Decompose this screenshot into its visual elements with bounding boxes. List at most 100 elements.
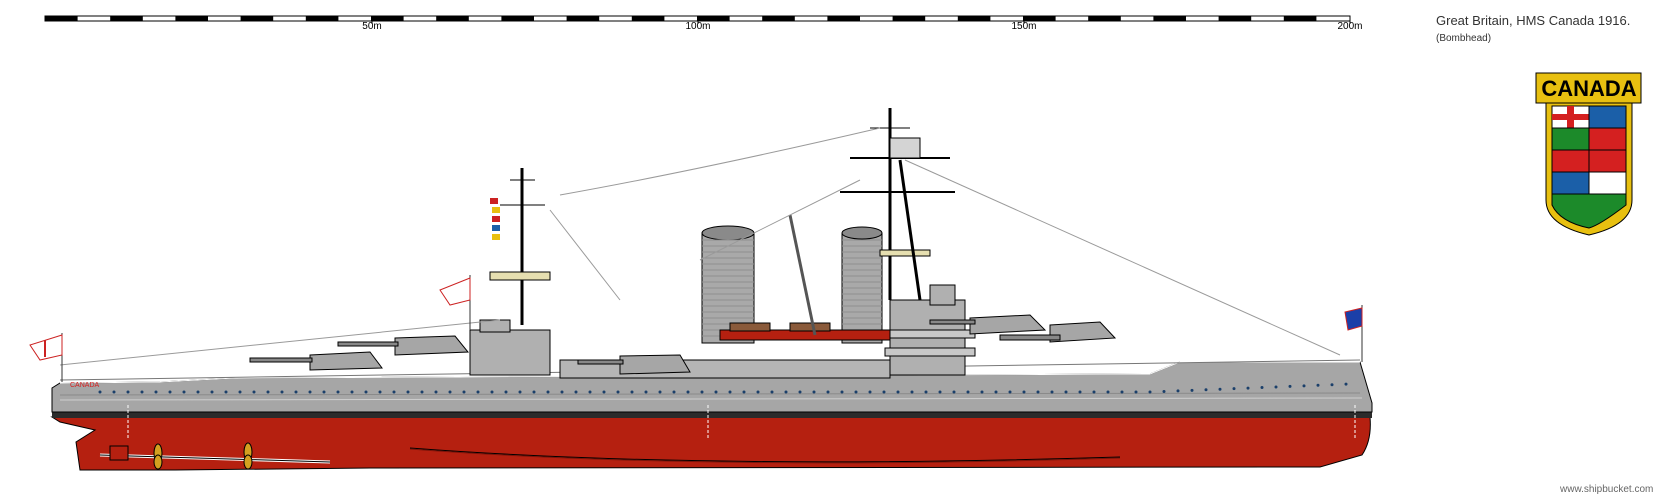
turret-x [337, 335, 470, 356]
scale-label-50m: 50m [362, 21, 382, 32]
signal-flags [490, 198, 500, 240]
porthole [1148, 390, 1152, 394]
porthole [224, 390, 228, 394]
porthole [994, 390, 998, 394]
watermark: www.shipbucket.com [1560, 484, 1654, 495]
scale-bar [44, 15, 1351, 24]
porthole [728, 390, 732, 394]
crane [788, 214, 817, 336]
porthole [238, 390, 242, 394]
scale-segment [697, 16, 730, 21]
scale-segment [1218, 16, 1252, 21]
porthole [1302, 384, 1306, 388]
porthole [1078, 390, 1082, 394]
porthole [924, 390, 928, 394]
porthole [532, 390, 536, 394]
porthole [1190, 388, 1194, 392]
porthole [952, 390, 956, 394]
porthole [1106, 390, 1110, 394]
porthole [714, 390, 718, 394]
porthole [560, 390, 564, 394]
porthole [574, 390, 578, 394]
boot-topping [52, 412, 1372, 418]
porthole [826, 390, 830, 394]
porthole [812, 390, 816, 394]
bilge-keel [409, 447, 1121, 463]
porthole [770, 390, 774, 394]
porthole [896, 390, 900, 394]
turret-q [577, 354, 691, 375]
scale-segment [566, 16, 600, 21]
scale-segment [240, 16, 274, 21]
porthole [364, 390, 368, 394]
rigging [59, 127, 1341, 366]
porthole [252, 390, 256, 394]
porthole [840, 390, 844, 394]
porthole [1316, 383, 1320, 387]
porthole [140, 390, 144, 394]
bridge-superstructure [879, 284, 976, 376]
porthole [1288, 384, 1292, 388]
portholes [98, 382, 1348, 394]
jack-bow [1344, 305, 1363, 362]
porthole [1176, 389, 1180, 393]
porthole [1330, 383, 1334, 387]
porthole [378, 390, 382, 394]
hull-underwater [50, 416, 1371, 471]
porthole [966, 390, 970, 394]
scale-segment [957, 16, 991, 21]
scale-segment [1153, 16, 1186, 21]
porthole [112, 390, 116, 394]
funnel-fore [841, 226, 883, 344]
porthole [1246, 386, 1250, 390]
porthole [490, 390, 494, 394]
porthole [420, 390, 424, 394]
porthole [854, 390, 858, 394]
porthole [1274, 385, 1278, 389]
porthole [672, 390, 676, 394]
porthole [1344, 382, 1348, 386]
porthole [182, 390, 186, 394]
porthole [154, 390, 158, 394]
mainmast [489, 168, 551, 325]
porthole [700, 390, 704, 394]
author-credit: (Bombhead) [1436, 33, 1492, 44]
scale-label-100m: 100m [685, 21, 711, 32]
porthole [1092, 390, 1096, 394]
scale-label-150m: 150m [1011, 21, 1037, 32]
porthole [1008, 390, 1012, 394]
drawing-title: Great Britain, HMS Canada 1916. [1436, 13, 1631, 28]
porthole [1120, 390, 1124, 394]
porthole [476, 390, 480, 394]
porthole [322, 390, 326, 394]
porthole [910, 390, 914, 394]
scale-segment [501, 16, 534, 21]
scale-segment [1088, 16, 1121, 21]
scale-segment [305, 16, 339, 21]
porthole [1134, 390, 1138, 394]
porthole [1050, 390, 1054, 394]
porthole [1218, 387, 1222, 391]
scale-segment [631, 16, 665, 21]
porthole [294, 390, 298, 394]
porthole [266, 390, 270, 394]
scale-segment [892, 16, 926, 21]
porthole [518, 390, 522, 394]
porthole [630, 390, 634, 394]
porthole [1260, 386, 1264, 390]
porthole [1162, 389, 1166, 393]
porthole [882, 390, 886, 394]
porthole [196, 390, 200, 394]
scale-segment [1023, 16, 1056, 21]
canada-crest: CANADA [1535, 72, 1642, 236]
porthole [392, 390, 396, 394]
scale-label-200m: 200m [1337, 21, 1363, 32]
porthole [308, 390, 312, 394]
porthole [616, 390, 620, 394]
porthole [1232, 387, 1236, 391]
porthole [98, 390, 102, 394]
porthole [644, 390, 648, 394]
porthole [1204, 388, 1208, 392]
porthole [602, 390, 606, 394]
porthole [168, 390, 172, 394]
